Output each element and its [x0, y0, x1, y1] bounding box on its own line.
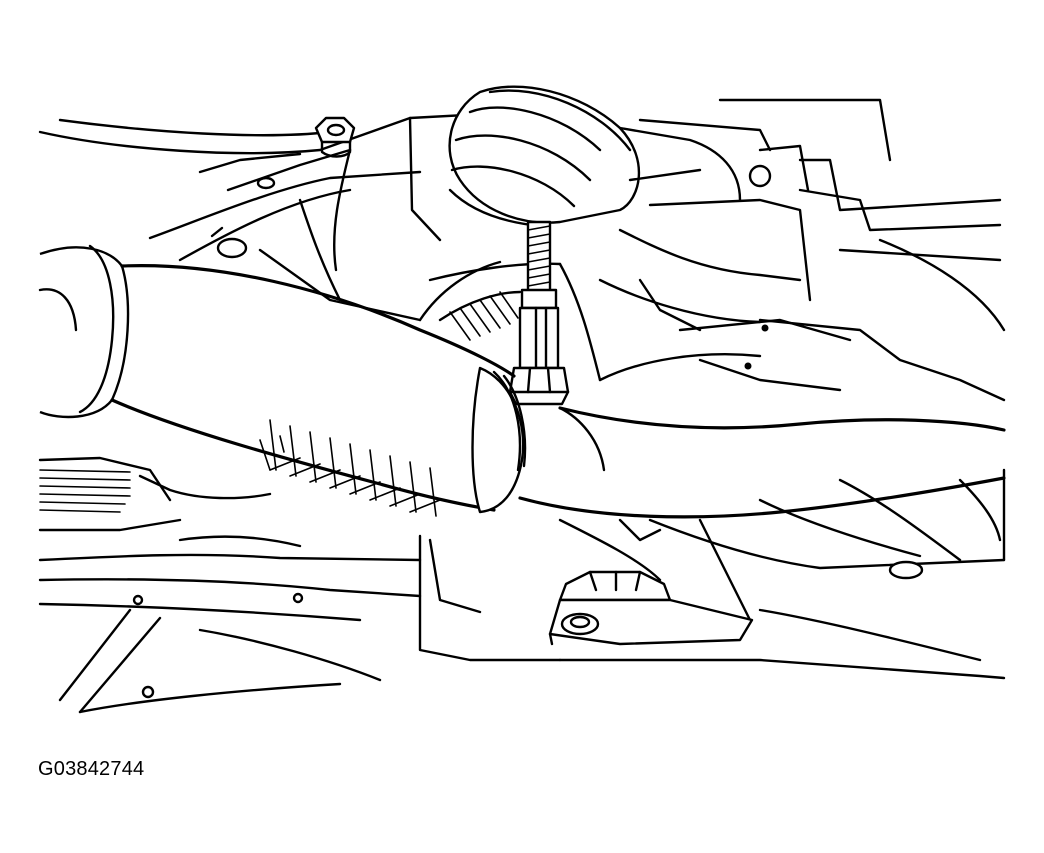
- crossmember: [38, 468, 1006, 714]
- exhaust-pipe: [38, 244, 1006, 519]
- figure-id-label: G03842744: [38, 758, 145, 780]
- oil-pan: [38, 456, 272, 532]
- drive-axle-boot: [448, 85, 742, 228]
- oxygen-sensor: [508, 220, 570, 406]
- mounting-bolts: [210, 116, 356, 259]
- engine-mount: [548, 570, 754, 646]
